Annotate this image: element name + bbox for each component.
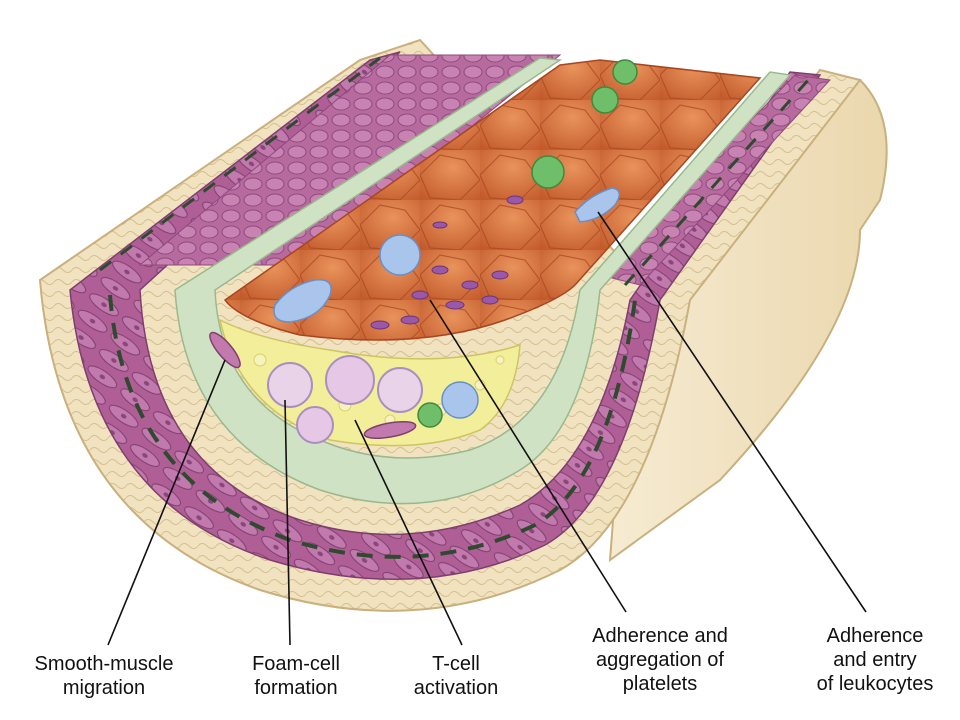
t-cells	[417, 59, 638, 428]
label-line: migration	[62, 677, 146, 699]
label-line: Adherence	[826, 625, 924, 647]
label-line: of leukocytes	[816, 673, 934, 695]
pointer-leukocytes	[597, 211, 867, 613]
label-line: T-cell	[432, 653, 480, 675]
artery-outer-wall	[608, 78, 888, 563]
pointer-smooth-muscle	[107, 359, 226, 646]
label-line: Adherence and	[592, 625, 728, 647]
label-t-cell-activation: T-cell activation	[392, 652, 520, 700]
label-line: Smooth-muscle	[34, 653, 174, 675]
label-foam-cell-formation: Foam-cell formation	[232, 652, 360, 700]
label-line: activation	[413, 677, 499, 699]
pointer-platelets	[429, 299, 627, 613]
foam-cells	[267, 355, 423, 444]
migrating-smooth-muscle-cells	[209, 331, 417, 439]
label-line: Foam-cell	[252, 653, 340, 675]
label-line: formation	[254, 677, 338, 699]
platelets	[370, 195, 524, 330]
media-layer	[69, 51, 822, 581]
label-line: and entry	[833, 649, 917, 671]
label-line: platelets	[622, 673, 698, 695]
label-platelet-aggregation: Adherence and aggregation of platelets	[560, 624, 760, 696]
pointer-t-cell	[354, 419, 463, 646]
lumen-endothelium	[223, 59, 762, 341]
label-line: aggregation of	[596, 649, 724, 671]
pointer-lines	[107, 211, 867, 646]
label-leukocyte-entry: Adherence and entry of leukocytes	[790, 624, 960, 696]
label-smooth-muscle-migration: Smooth-muscle migration	[6, 652, 202, 700]
pointer-foam-cell	[284, 399, 291, 646]
leukocytes	[273, 187, 621, 419]
elastic-lamina-line	[108, 294, 637, 559]
